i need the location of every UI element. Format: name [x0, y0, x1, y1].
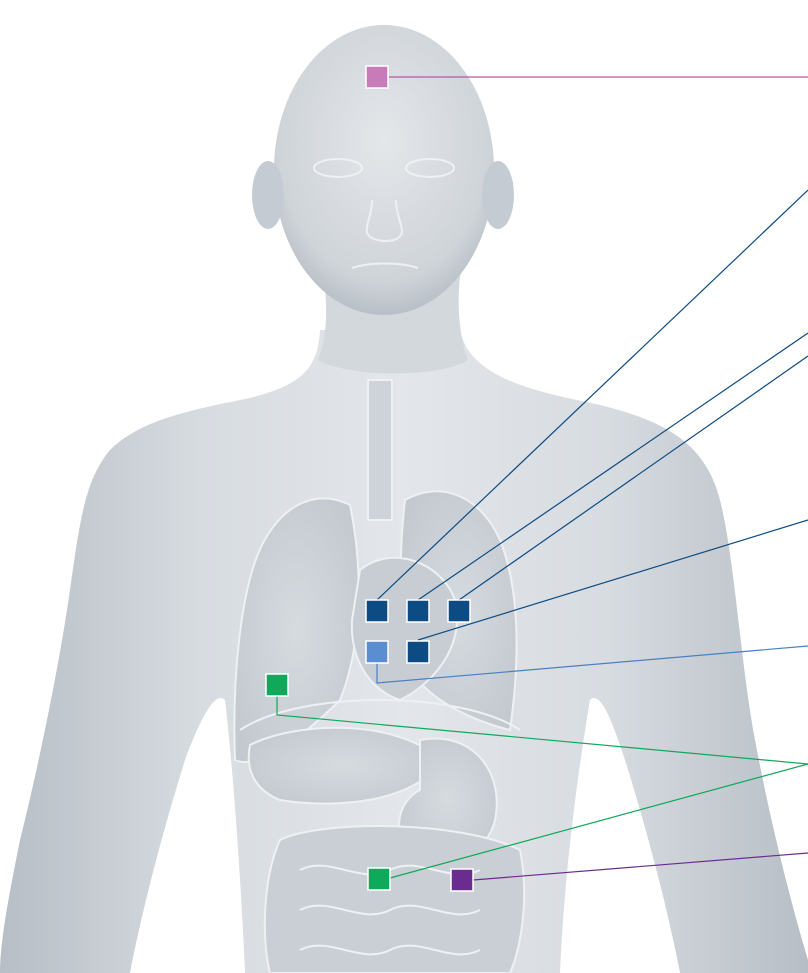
- marker-thorax-5[interactable]: [366, 641, 388, 663]
- marker-thorax-4[interactable]: [407, 641, 429, 663]
- marker-brain[interactable]: [366, 66, 388, 88]
- ear-right: [482, 161, 514, 229]
- marker-liver[interactable]: [266, 674, 288, 696]
- marker-stomach[interactable]: [368, 868, 390, 890]
- marker-thorax-3[interactable]: [448, 600, 470, 622]
- marker-thorax-1[interactable]: [366, 600, 388, 622]
- marker-thorax-2[interactable]: [407, 600, 429, 622]
- ear-left: [252, 161, 284, 229]
- intestines: [265, 826, 524, 973]
- marker-intestine[interactable]: [451, 869, 473, 891]
- trachea: [368, 380, 392, 520]
